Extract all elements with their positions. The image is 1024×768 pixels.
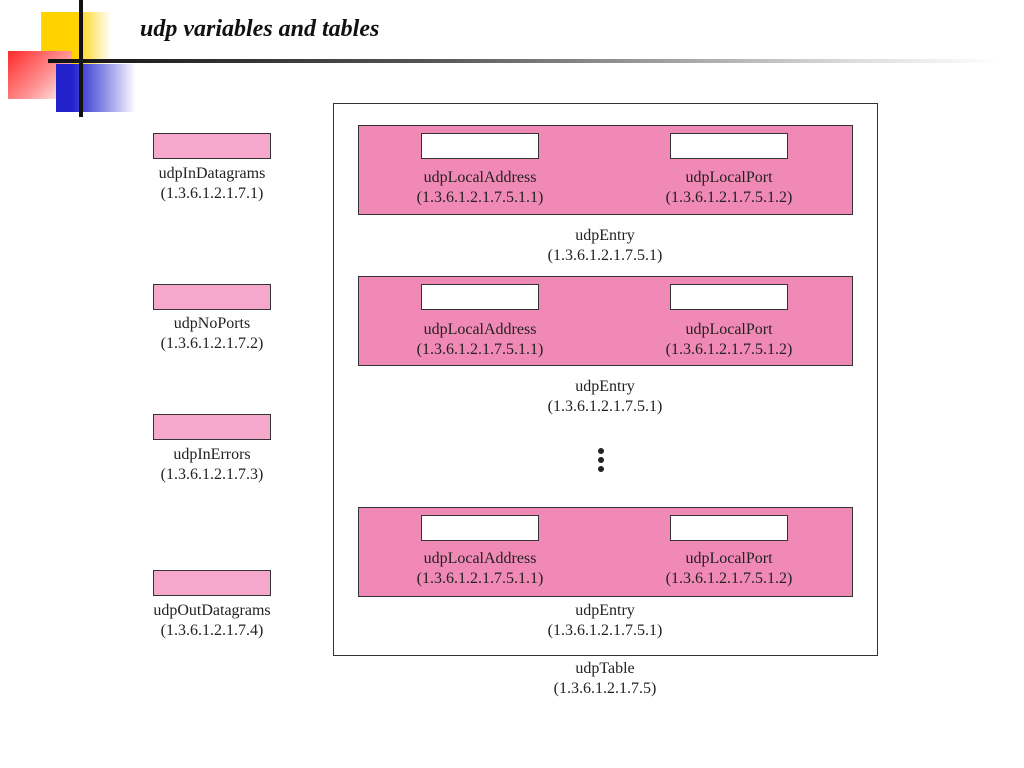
udp-table-frame <box>333 103 878 656</box>
field-name: udpLocalAddress <box>423 550 537 567</box>
vertical-ellipsis <box>596 448 606 475</box>
field-name: udpLocalPort <box>685 169 773 186</box>
variable-name: udpInErrors <box>173 446 251 463</box>
variable-box-in-datagrams <box>153 133 271 159</box>
entry-oid: (1.3.6.1.2.1.7.5.1) <box>547 622 663 639</box>
ellipsis-dot <box>598 457 604 463</box>
ellipsis-dot <box>598 466 604 472</box>
variable-oid: (1.3.6.1.2.1.7.1) <box>160 185 264 202</box>
field-oid: (1.3.6.1.2.1.7.5.1.1) <box>416 189 544 206</box>
field-oid: (1.3.6.1.2.1.7.5.1.2) <box>665 189 793 206</box>
variable-name: udpInDatagrams <box>158 165 266 182</box>
variable-label-in-datagrams: udpInDatagrams (1.3.6.1.2.1.7.1) <box>133 164 291 204</box>
local-port-cell <box>670 133 788 159</box>
udp-entry-label-2: udpEntry (1.3.6.1.2.1.7.5.1) <box>505 377 705 417</box>
variable-label-no-ports: udpNoPorts (1.3.6.1.2.1.7.2) <box>133 314 291 354</box>
variable-name: udpNoPorts <box>173 315 251 332</box>
udp-entry-label-1: udpEntry (1.3.6.1.2.1.7.5.1) <box>505 226 705 266</box>
field-name: udpLocalPort <box>685 550 773 567</box>
variable-oid: (1.3.6.1.2.1.7.4) <box>160 622 264 639</box>
entry-name: udpEntry <box>575 227 635 244</box>
local-port-label: udpLocalPort (1.3.6.1.2.1.7.5.1.2) <box>639 320 819 360</box>
local-port-label: udpLocalPort (1.3.6.1.2.1.7.5.1.2) <box>639 168 819 208</box>
field-oid: (1.3.6.1.2.1.7.5.1.2) <box>665 570 793 587</box>
entry-oid: (1.3.6.1.2.1.7.5.1) <box>547 247 663 264</box>
ellipsis-dot <box>598 448 604 454</box>
field-name: udpLocalAddress <box>423 169 537 186</box>
field-name: udpLocalPort <box>685 321 773 338</box>
local-address-cell <box>421 284 539 310</box>
entry-oid: (1.3.6.1.2.1.7.5.1) <box>547 398 663 415</box>
slide-title: udp variables and tables <box>140 16 380 42</box>
field-oid: (1.3.6.1.2.1.7.5.1.1) <box>416 341 544 358</box>
entry-name: udpEntry <box>575 378 635 395</box>
variable-box-out-datagrams <box>153 570 271 596</box>
udp-table-label: udpTable (1.3.6.1.2.1.7.5) <box>505 659 705 699</box>
local-port-cell <box>670 515 788 541</box>
variable-box-no-ports <box>153 284 271 310</box>
variable-label-in-errors: udpInErrors (1.3.6.1.2.1.7.3) <box>133 445 291 485</box>
local-port-label: udpLocalPort (1.3.6.1.2.1.7.5.1.2) <box>639 549 819 589</box>
variable-name: udpOutDatagrams <box>153 602 271 619</box>
field-name: udpLocalAddress <box>423 321 537 338</box>
local-address-label: udpLocalAddress (1.3.6.1.2.1.7.5.1.1) <box>390 320 570 360</box>
local-address-label: udpLocalAddress (1.3.6.1.2.1.7.5.1.1) <box>390 549 570 589</box>
field-oid: (1.3.6.1.2.1.7.5.1.2) <box>665 341 793 358</box>
table-name: udpTable <box>575 660 635 677</box>
local-address-label: udpLocalAddress (1.3.6.1.2.1.7.5.1.1) <box>390 168 570 208</box>
entry-name: udpEntry <box>575 602 635 619</box>
variable-box-in-errors <box>153 414 271 440</box>
corner-blue-square <box>56 64 136 112</box>
udp-entry-label-3: udpEntry (1.3.6.1.2.1.7.5.1) <box>505 601 705 641</box>
variable-label-out-datagrams: udpOutDatagrams (1.3.6.1.2.1.7.4) <box>133 601 291 641</box>
field-oid: (1.3.6.1.2.1.7.5.1.1) <box>416 570 544 587</box>
variable-oid: (1.3.6.1.2.1.7.3) <box>160 466 264 483</box>
corner-vertical-line <box>79 0 83 117</box>
variable-oid: (1.3.6.1.2.1.7.2) <box>160 335 264 352</box>
table-oid: (1.3.6.1.2.1.7.5) <box>553 680 657 697</box>
local-port-cell <box>670 284 788 310</box>
local-address-cell <box>421 133 539 159</box>
local-address-cell <box>421 515 539 541</box>
title-underline <box>48 59 1000 63</box>
